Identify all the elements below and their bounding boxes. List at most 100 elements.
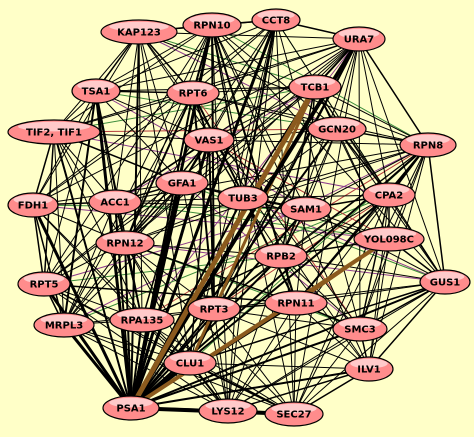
node-label: RPN8: [413, 141, 443, 152]
node-label: RPT5: [30, 280, 59, 291]
node-tif2[interactable]: TIF2, TIF1: [7, 119, 101, 145]
node-label: YOL098C: [363, 235, 414, 246]
edge-fdh1-rpt5: [32, 204, 45, 285]
edge-psa1-gus1: [130, 281, 446, 409]
edge-ilv1-clu1: [189, 362, 370, 370]
node-label: SEC27: [276, 410, 311, 421]
edge-ura7-tsa1: [95, 38, 360, 92]
node-acc1[interactable]: ACC1: [88, 189, 142, 215]
node-highlight: [271, 292, 321, 303]
node-label: TSA1: [82, 87, 111, 98]
edge-ilv1-yol098c: [368, 238, 390, 370]
node-label: CPA2: [375, 191, 403, 202]
node-mrpl3[interactable]: MRPL3: [33, 312, 95, 338]
edge-rpt6-rpn12: [124, 92, 194, 244]
node-label: FDH1: [18, 201, 49, 212]
edge-fdh1-rpt6: [32, 92, 194, 206]
node-ura7[interactable]: URA7: [332, 26, 386, 52]
node-highlight: [338, 28, 380, 39]
node-gcn20[interactable]: GCN20: [307, 116, 367, 142]
node-highlight: [425, 271, 465, 282]
node-rpn11[interactable]: RPN11: [264, 290, 328, 316]
edge-ilv1-rpb2: [280, 255, 370, 370]
node-highlight: [350, 358, 388, 369]
edge-tcb1-gfa1: [181, 86, 316, 184]
node-highlight: [40, 314, 88, 325]
edge-kap123-acc1: [114, 31, 140, 203]
edge-vas1-rpt3: [208, 139, 215, 310]
node-sec27[interactable]: SEC27: [264, 401, 324, 427]
node-label: ILV1: [357, 365, 380, 376]
edge-cct8-tsa1: [95, 19, 277, 92]
node-highlight: [338, 318, 382, 329]
node-highlight: [13, 194, 53, 205]
edge-lys12-rpn11: [227, 302, 297, 412]
node-highlight: [260, 245, 302, 256]
edge-rpn8-tcb1: [314, 86, 429, 146]
node-label: TCB1: [301, 83, 330, 94]
node-vas1[interactable]: VAS1: [183, 127, 235, 153]
edge-vas1-acc1: [114, 139, 210, 203]
node-rpt5[interactable]: RPT5: [17, 271, 71, 297]
node-smc3[interactable]: SMC3: [332, 316, 388, 342]
node-highlight: [189, 129, 229, 140]
node-label: LYS12: [211, 407, 244, 418]
node-label: TUB3: [228, 194, 258, 205]
node-highlight: [94, 191, 136, 202]
node-rpn12[interactable]: RPN12: [95, 230, 155, 256]
node-highlight: [361, 228, 417, 239]
node-clu1[interactable]: CLU1: [163, 350, 217, 376]
edge-tub3-cct8: [242, 19, 277, 199]
node-yol098c[interactable]: YOL098C: [353, 226, 425, 252]
node-label: VAS1: [195, 136, 224, 147]
node-rpn8[interactable]: RPN8: [399, 132, 457, 158]
node-tsa1[interactable]: TSA1: [71, 78, 121, 104]
node-fdh1[interactable]: FDH1: [7, 192, 59, 218]
node-gus1[interactable]: GUS1: [419, 269, 471, 295]
node-highlight: [161, 172, 203, 183]
node-rpt6[interactable]: RPT6: [166, 80, 220, 106]
node-kap123[interactable]: KAP123: [100, 19, 178, 45]
edge-kap123-clu1: [138, 31, 191, 364]
node-ilv1[interactable]: ILV1: [344, 356, 394, 382]
node-gfa1[interactable]: GFA1: [155, 170, 209, 196]
node-label: PSA1: [116, 404, 145, 415]
node-label: KAP123: [117, 28, 161, 39]
edge-gus1-ilv1: [368, 281, 446, 370]
node-cpa2[interactable]: CPA2: [362, 182, 416, 208]
edge-cct8-vas1: [208, 19, 277, 141]
edge-psa1-tif2: [53, 131, 132, 409]
node-label: GUS1: [430, 278, 461, 289]
node-highlight: [169, 352, 211, 363]
edge-ura7-rpn8: [358, 38, 429, 146]
node-lys12[interactable]: LYS12: [198, 398, 258, 424]
edge-fdh1-clu1: [32, 204, 191, 364]
node-label: GCN20: [318, 125, 356, 136]
edge-psa1-yol098c: [129, 237, 391, 410]
node-highlight: [18, 121, 90, 132]
node-rpa135[interactable]: RPA135: [109, 307, 175, 333]
node-rpn10[interactable]: RPN10: [182, 12, 242, 38]
node-tub3[interactable]: TUB3: [217, 185, 269, 211]
node-rpb2[interactable]: RPB2: [254, 243, 308, 269]
edge-cct8-smc3: [275, 19, 361, 330]
edge-tcb1-sam1: [305, 86, 316, 210]
node-highlight: [77, 80, 115, 91]
node-cct8[interactable]: CCT8: [251, 8, 301, 32]
node-label: SMC3: [344, 325, 375, 336]
edge-ura7-lys12: [227, 38, 360, 412]
node-highlight: [102, 232, 148, 243]
edge-rpn10-tsa1: [95, 24, 213, 92]
node-rpt3[interactable]: RPT3: [187, 296, 241, 322]
node-label: URA7: [344, 35, 375, 46]
edge-sec27-smc3: [293, 328, 361, 415]
node-sam1[interactable]: SAM1: [280, 196, 332, 222]
node-tcb1[interactable]: TCB1: [288, 74, 342, 100]
edge-tub3-rpn10: [211, 24, 244, 199]
node-psa1[interactable]: PSA1: [102, 395, 160, 421]
edge-fdh1-rpa135: [32, 204, 143, 321]
edge-vas1-clu1: [189, 139, 210, 364]
node-highlight: [406, 134, 450, 145]
edge-gcn20-yol098c: [336, 128, 390, 240]
node-label: RPB2: [266, 252, 296, 263]
